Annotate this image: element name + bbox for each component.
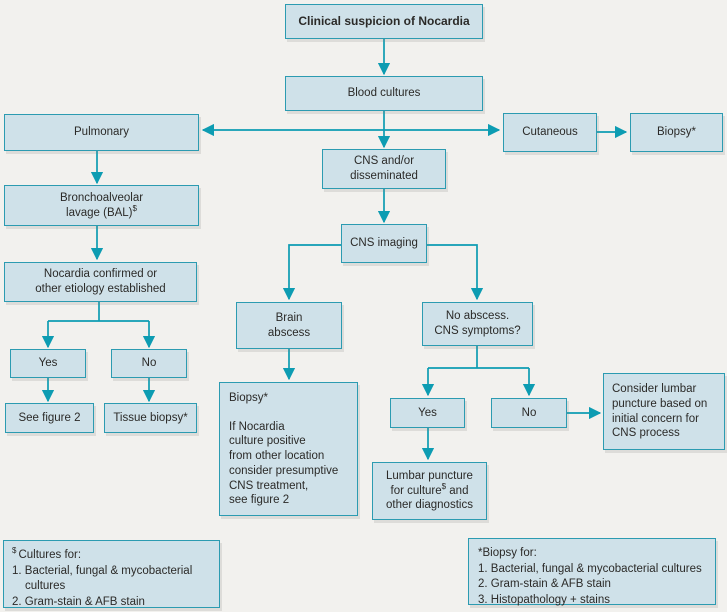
node-label: No xyxy=(521,406,537,419)
node-label: consider presumptive xyxy=(229,464,339,477)
note-cultures-footnote: $Cultures for: 1. Bacterial, fungal & my… xyxy=(3,540,220,608)
node-bronchoalveolar-lavage: Bronchoalveolar lavage (BAL)$ xyxy=(4,185,199,226)
node-label: CNS symptoms? xyxy=(434,325,521,337)
note-item: 2. Gram-stain & AFB stain xyxy=(12,595,145,608)
node-label: Bronchoalveolar xyxy=(59,191,144,204)
node-label: Biopsy* xyxy=(657,126,696,139)
footnote-marker: $ xyxy=(12,546,17,556)
node-nocardia-confirmed: Nocardia confirmed or other etiology est… xyxy=(4,262,197,302)
node-label: Lumbar puncture for culture$ and other d… xyxy=(386,469,473,512)
node-label: disseminated xyxy=(350,170,418,182)
node-biopsy-cutaneous: Biopsy* xyxy=(630,113,723,152)
node-label: Nocardia confirmed or xyxy=(43,268,158,281)
node-label: Blood cultures xyxy=(347,87,421,100)
node-label: Clinical suspicion of Nocardia xyxy=(298,13,470,28)
node-label: No xyxy=(141,357,157,370)
note-item: 3. Histopathology + stains xyxy=(478,593,611,606)
node-biopsy-brain-abscess: Biopsy* If Nocardia culture positive fro… xyxy=(219,382,358,516)
node-label: Biopsy* xyxy=(229,392,268,404)
node-label: from other location xyxy=(229,450,325,463)
node-no-abscess: No abscess. CNS symptoms? xyxy=(422,302,533,346)
node-clinical-suspicion: Clinical suspicion of Nocardia xyxy=(285,4,483,39)
node-label: Pulmonary xyxy=(74,126,129,139)
note-item: 1. Bacterial, fungal & mycobacterial cul… xyxy=(12,564,193,593)
node-brain-abscess: Brain abscess xyxy=(236,302,342,349)
node-label: CNS and/or xyxy=(353,155,415,168)
node-tissue-biopsy: Tissue biopsy* xyxy=(104,403,197,433)
node-consider-lumbar-puncture: Consider lumbar puncture based on initia… xyxy=(603,373,725,450)
node-label: No abscess. xyxy=(445,310,510,323)
node-label: Yes xyxy=(418,406,437,419)
node-label: Yes xyxy=(38,357,58,370)
node-cutaneous: Cutaneous xyxy=(503,113,597,152)
node-label: culture positive xyxy=(229,435,306,448)
node-cns-imaging: CNS imaging xyxy=(341,224,427,263)
footnote-marker: $ xyxy=(441,481,447,491)
node-label: CNS treatment, xyxy=(229,479,309,492)
node-label: abscess xyxy=(267,326,311,339)
note-title: *Biopsy for: xyxy=(478,547,537,559)
node-cns-disseminated: CNS and/or disseminated xyxy=(322,149,446,189)
node-label: See figure 2 xyxy=(18,411,81,424)
node-label: Tissue biopsy* xyxy=(113,411,188,424)
node-no-pulmonary: No xyxy=(111,349,187,378)
node-pulmonary: Pulmonary xyxy=(4,114,199,151)
note-item: 1. Bacterial, fungal & mycobacterial cul… xyxy=(478,562,702,575)
node-see-figure-2: See figure 2 xyxy=(5,403,94,433)
note-title: $Cultures for: xyxy=(12,546,82,561)
node-no-cns-symptoms: No xyxy=(491,398,567,428)
footnote-marker: $ xyxy=(132,203,137,213)
node-yes-pulmonary: Yes xyxy=(10,349,86,378)
node-label: Consider lumbar puncture based on initia… xyxy=(612,383,708,440)
node-lumbar-puncture: Lumbar puncture for culture$ and other d… xyxy=(372,462,487,520)
node-label: Brain xyxy=(275,311,303,324)
note-item: 2. Gram-stain & AFB stain xyxy=(478,578,611,591)
node-label: other etiology established xyxy=(35,283,166,295)
note-biopsy-footnote: *Biopsy for: 1. Bacterial, fungal & myco… xyxy=(468,538,716,606)
node-label: Cutaneous xyxy=(522,126,578,139)
node-label: CNS imaging xyxy=(350,237,418,250)
node-label: If Nocardia xyxy=(229,420,285,433)
node-blood-cultures: Blood cultures xyxy=(285,76,483,111)
node-label: lavage (BAL)$ xyxy=(66,203,137,219)
node-label: see figure 2 xyxy=(229,494,290,507)
node-yes-cns-symptoms: Yes xyxy=(390,398,465,428)
